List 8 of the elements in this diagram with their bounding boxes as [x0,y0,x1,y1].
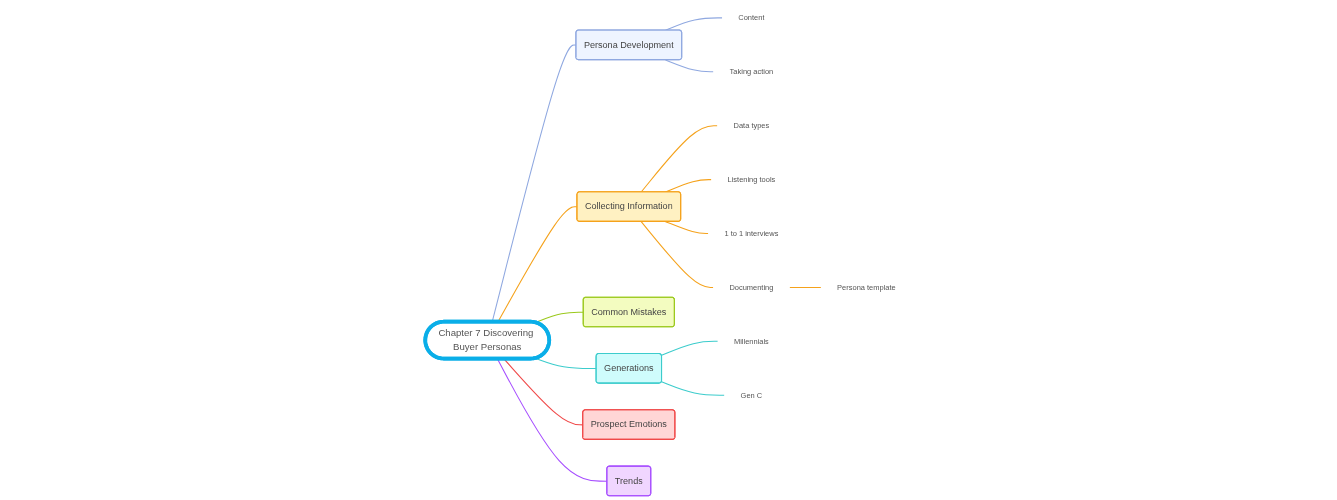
connector [664,221,709,235]
connector [661,340,719,356]
connector [640,125,719,193]
connector [661,381,726,396]
connector [788,286,822,288]
connector [640,221,714,288]
connector [534,357,597,370]
connector [664,59,715,73]
